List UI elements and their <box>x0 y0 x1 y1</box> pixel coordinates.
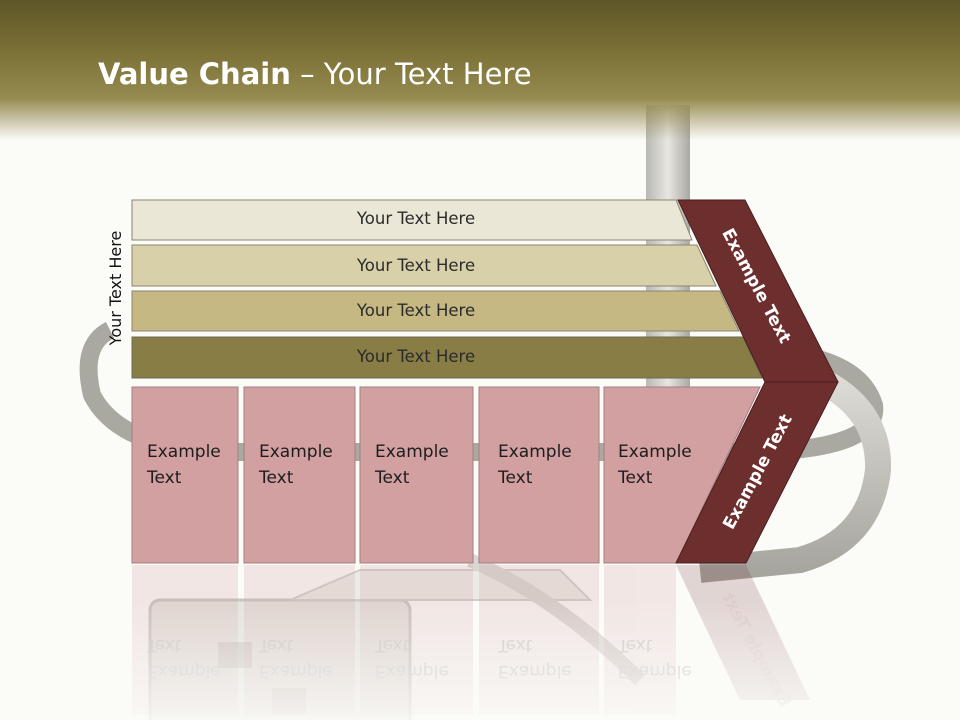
activity-cell-3 <box>359 386 474 564</box>
margin-chevron-lower <box>675 381 839 564</box>
support-bar-1 <box>131 199 693 241</box>
title-rest: – Your Text Here <box>290 57 532 91</box>
margin-chevron-reflection <box>676 565 810 700</box>
title-bold: Value Chain <box>98 57 291 91</box>
support-bar-3 <box>131 290 740 332</box>
support-bar-2 <box>131 244 717 287</box>
header-band <box>0 0 960 140</box>
slide-title: Value Chain – Your Text Here <box>98 52 532 96</box>
activity-cell-2 <box>243 386 356 564</box>
support-bar-4 <box>131 336 763 379</box>
activity-cell-4 <box>478 386 600 564</box>
activity-cell-1 <box>131 386 239 564</box>
